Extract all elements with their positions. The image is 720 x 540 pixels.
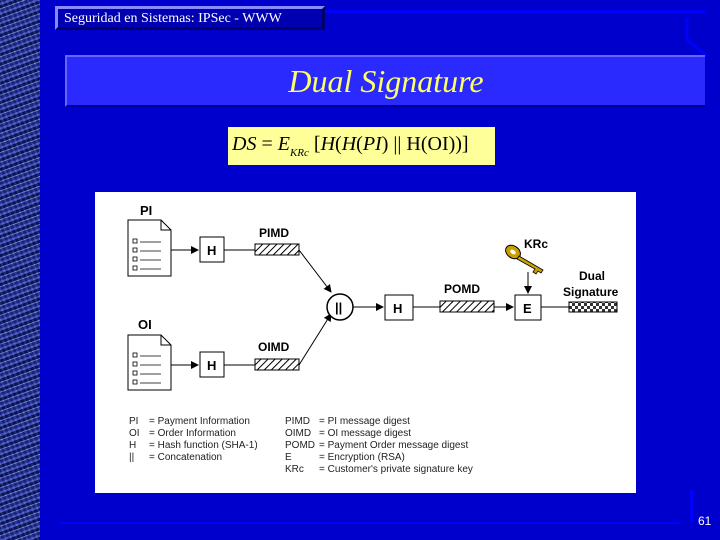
legend-right-abbr-0: PIMD xyxy=(285,416,310,427)
frame-corner xyxy=(685,18,708,58)
formula-e-sub: KRc xyxy=(289,147,309,159)
formula-pi: PI xyxy=(362,133,382,155)
legend-left-def-2: = Hash function (SHA-1) xyxy=(149,440,258,451)
oimd-label: OIMD xyxy=(258,340,290,354)
legend-right-def-4: = Customer's private signature key xyxy=(319,464,473,475)
encryption-label: E xyxy=(523,301,532,316)
legend-left-abbr-2: H xyxy=(129,440,136,451)
legend-right-def-3: = Encryption (RSA) xyxy=(319,452,405,463)
concat-label: || xyxy=(335,300,342,315)
pomd-bar xyxy=(439,300,495,313)
legend-left-abbr-0: PI xyxy=(129,416,138,427)
legend-right-abbr-4: KRc xyxy=(285,464,304,475)
page-number: 61 xyxy=(698,514,712,528)
legend-left-def-1: = Order Information xyxy=(149,428,236,439)
legend-left-abbr-1: OI xyxy=(129,428,140,439)
frame-line-bottom xyxy=(60,522,680,524)
legend-right-def-1: = OI message digest xyxy=(319,428,411,439)
oi-label: OI xyxy=(138,317,152,332)
hash-label-concat: H xyxy=(393,301,402,316)
legend-right-abbr-2: POMD xyxy=(285,440,315,451)
pimd-bar xyxy=(254,243,300,256)
hash-box-oi xyxy=(199,351,225,378)
dual-signature-bar xyxy=(568,301,618,313)
formula-concat: ) || xyxy=(381,133,402,155)
legend-right-def-2: = Payment Order message digest xyxy=(319,440,468,451)
formula-h2: H xyxy=(341,133,357,155)
key-label: KRc xyxy=(524,237,548,251)
dual-signature-label-2: Signature xyxy=(563,285,619,299)
legend-left: PI = Payment Information OI = Order Info… xyxy=(129,416,258,463)
legend-right-abbr-3: E xyxy=(285,452,292,463)
dual-signature-diagram: PI H PIMD OI xyxy=(127,203,619,475)
title-bar: Dual Signature xyxy=(65,55,705,107)
hash-label-pi: H xyxy=(207,243,216,258)
hash-label-oi: H xyxy=(207,358,216,373)
course-header: Seguridad en Sistemas: IPSec - WWW xyxy=(55,6,325,30)
pi-label: PI xyxy=(140,203,152,218)
dual-signature-formula: DS = EKRc [H(H(PI) || H(OI))] xyxy=(228,127,495,165)
pomd-label: POMD xyxy=(444,282,480,296)
legend-right: PIMD = PI message digest OIMD = OI messa… xyxy=(285,416,473,475)
decorative-side-strip xyxy=(0,0,40,540)
legend-left-def-3: = Concatenation xyxy=(149,452,222,463)
slide-title: Dual Signature xyxy=(288,63,484,99)
formula-paren1: ( xyxy=(335,133,342,155)
formula-ds: DS xyxy=(232,133,257,155)
legend-right-def-0: = PI message digest xyxy=(319,416,410,427)
formula-h1: H xyxy=(320,133,336,155)
formula-eq: = xyxy=(261,133,273,155)
legend-left-def-0: = Payment Information xyxy=(149,416,250,427)
course-title: Seguridad en Sistemas: IPSec - WWW xyxy=(64,11,282,26)
formula-e: E xyxy=(277,133,290,155)
legend-left-abbr-3: || xyxy=(129,452,134,463)
oimd-bar xyxy=(254,358,300,371)
key-icon xyxy=(505,244,544,275)
encryption-box xyxy=(514,294,542,321)
pimd-label: PIMD xyxy=(259,226,289,240)
frame-line-top xyxy=(325,10,705,13)
formula-open: [ xyxy=(313,133,321,155)
formula-oi: H(OI))] xyxy=(406,133,469,155)
oi-document-icon xyxy=(127,334,172,391)
formula-paren2: ( xyxy=(356,133,363,155)
pi-document-icon xyxy=(127,219,172,277)
diagram-panel: PI H PIMD OI xyxy=(95,192,636,493)
frame-line-bottom-right xyxy=(690,490,693,522)
legend-right-abbr-1: OIMD xyxy=(285,428,311,439)
dual-signature-label-1: Dual xyxy=(579,269,605,283)
